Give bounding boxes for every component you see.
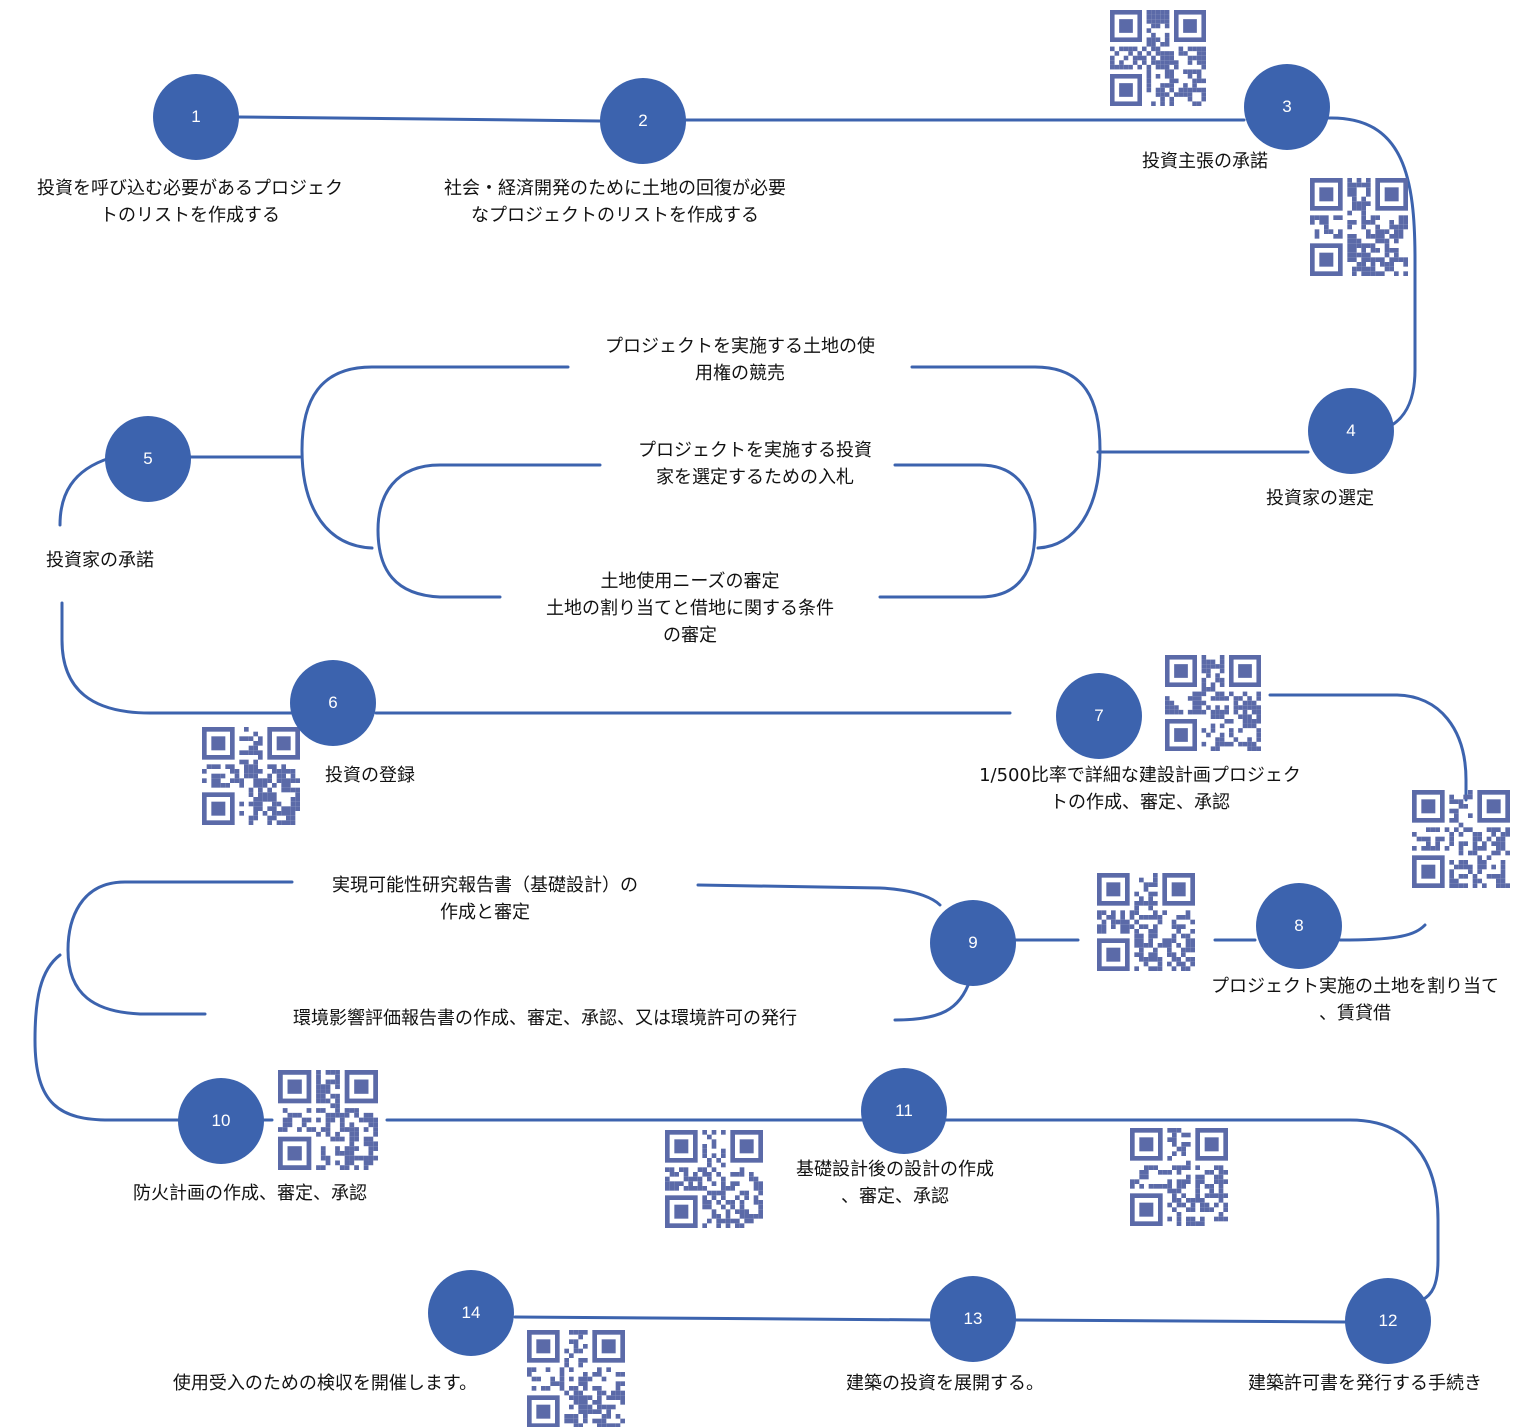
step-7-label-line: 1/500比率で詳細な建設計画プロジェク bbox=[979, 765, 1301, 786]
step-11-label-line: 基礎設計後の設計の作成 bbox=[796, 1159, 994, 1180]
connector-13-14 bbox=[513, 1315, 935, 1322]
step-14-label: 使用受入のための検収を開催します。 bbox=[130, 1370, 520, 1397]
step-8-label-line: 、賃貸借 bbox=[1319, 1003, 1391, 1024]
qr-code-2 bbox=[1310, 178, 1408, 276]
step-1-label-line: トのリストを作成する bbox=[100, 205, 280, 226]
step-11-node: 11 bbox=[861, 1068, 947, 1154]
branch-environment-line: 環境影響評価報告書の作成、審定、承認、又は環境許可の発行 bbox=[293, 1008, 797, 1029]
qr-code-7 bbox=[278, 1070, 378, 1170]
auction-loop bbox=[300, 365, 1102, 550]
step-9-node: 9 bbox=[930, 900, 1016, 986]
step-11-label: 基礎設計後の設計の作成 、審定、承認 bbox=[765, 1156, 1025, 1210]
step-11-number: 11 bbox=[895, 1101, 913, 1120]
connector-11-12 bbox=[942, 1118, 1440, 1302]
step-8-label: プロジェクト実施の土地を割り当て 、賃貸借 bbox=[1180, 973, 1530, 1027]
qr-code-3 bbox=[1165, 655, 1261, 751]
step-5-label-line: 投資家の承諾 bbox=[46, 550, 154, 571]
step-6-node: 6 bbox=[290, 660, 376, 746]
step-8-node: 8 bbox=[1256, 883, 1342, 969]
connector-12-13 bbox=[1013, 1318, 1348, 1324]
branch-bidding-line: プロジェクトを実施する投資 bbox=[638, 440, 872, 461]
step-7-number: 7 bbox=[1094, 706, 1104, 725]
step-2-label: 社会・経済開発のために土地の回復が必要 なプロジェクトのリストを作成する bbox=[395, 175, 835, 229]
step-9-number: 9 bbox=[968, 933, 978, 952]
step-2-label-line: なプロジェクトのリストを作成する bbox=[471, 205, 759, 226]
step-3-number: 3 bbox=[1282, 97, 1292, 116]
connector-7-8 bbox=[1213, 693, 1468, 942]
branch-feasibility-label: 実現可能性研究報告書（基礎設計）の 作成と審定 bbox=[280, 872, 690, 926]
step-4-number: 4 bbox=[1346, 421, 1356, 440]
branch-auction-label: プロジェクトを実施する土地の使 用権の競売 bbox=[560, 333, 920, 387]
step-4-label: 投資家の選定 bbox=[1220, 485, 1420, 512]
qr-code-4 bbox=[1412, 790, 1510, 888]
branch-feasibility-line: 作成と審定 bbox=[440, 902, 530, 923]
step-3-label-line: 投資主張の承諾 bbox=[1142, 151, 1268, 172]
bidding-loop bbox=[376, 463, 1037, 599]
connector-3-4 bbox=[1326, 116, 1417, 427]
branch-land-needs-line: 土地使用ニーズの審定 bbox=[600, 571, 780, 592]
qr-code-1 bbox=[1110, 10, 1206, 106]
connector-lines bbox=[33, 115, 1468, 1324]
step-13-node: 13 bbox=[930, 1276, 1016, 1362]
step-13-label-line: 建築の投資を展開する。 bbox=[846, 1373, 1044, 1394]
step-12-node: 12 bbox=[1345, 1278, 1431, 1364]
step-1-label: 投資を呼び込む必要があるプロジェク トのリストを作成する bbox=[0, 175, 380, 229]
qr-code-9 bbox=[1130, 1128, 1228, 1226]
feasibility-loop bbox=[66, 880, 942, 1016]
branch-auction-line: プロジェクトを実施する土地の使 bbox=[605, 336, 875, 357]
step-2-label-line: 社会・経済開発のために土地の回復が必要 bbox=[444, 178, 786, 199]
qr-code-6 bbox=[1097, 873, 1195, 971]
step-7-label: 1/500比率で詳細な建設計画プロジェク トの作成、審定、承認 bbox=[930, 762, 1350, 816]
step-4-node: 4 bbox=[1308, 388, 1394, 474]
step-3-label: 投資主張の承諾 bbox=[1100, 148, 1310, 175]
branch-land-needs-line: の審定 bbox=[663, 625, 717, 646]
step-2-node: 2 bbox=[600, 78, 686, 164]
branch-environment-label: 環境影響評価報告書の作成、審定、承認、又は環境許可の発行 bbox=[210, 1005, 880, 1032]
step-1-node: 1 bbox=[153, 74, 239, 160]
step-8-label-line: プロジェクト実施の土地を割り当て bbox=[1211, 976, 1499, 997]
step-13-label: 建築の投資を展開する。 bbox=[815, 1370, 1075, 1397]
connector-5-6 bbox=[58, 456, 294, 715]
step-3-node: 3 bbox=[1244, 64, 1330, 150]
step-2-number: 2 bbox=[638, 111, 648, 130]
step-12-label: 建築許可書を発行する手続き bbox=[1210, 1370, 1520, 1397]
step-14-node: 14 bbox=[428, 1270, 514, 1356]
step-1-number: 1 bbox=[191, 107, 201, 126]
step-5-number: 5 bbox=[143, 449, 153, 468]
step-1-label-line: 投資を呼び込む必要があるプロジェク bbox=[37, 178, 343, 199]
step-14-number: 14 bbox=[461, 1303, 481, 1322]
connector-1-2 bbox=[236, 115, 602, 123]
branch-bidding-label: プロジェクトを実施する投資 家を選定するための入札 bbox=[590, 437, 920, 491]
connector-9-env bbox=[893, 978, 972, 1022]
connector-8-10 bbox=[33, 953, 184, 1122]
step-12-number: 12 bbox=[1378, 1311, 1398, 1330]
step-14-label-line: 使用受入のための検収を開催します。 bbox=[172, 1373, 478, 1394]
branch-auction-line: 用権の競売 bbox=[695, 363, 785, 384]
qr-code-10 bbox=[527, 1330, 625, 1427]
step-10-node: 10 bbox=[178, 1078, 264, 1164]
step-12-label-line: 建築許可書を発行する手続き bbox=[1248, 1373, 1482, 1394]
step-11-label-line: 、審定、承認 bbox=[841, 1186, 949, 1207]
step-10-label: 防火計画の作成、審定、承認 bbox=[80, 1180, 420, 1207]
qr-code-5 bbox=[202, 727, 300, 825]
step-6-number: 6 bbox=[328, 693, 338, 712]
step-10-number: 10 bbox=[211, 1111, 231, 1130]
branch-land-needs-line: 土地の割り当てと借地に関する条件 bbox=[546, 598, 834, 619]
step-6-label: 投資の登録 bbox=[285, 762, 455, 789]
branch-feasibility-line: 実現可能性研究報告書（基礎設計）の bbox=[332, 875, 638, 896]
qr-code-8 bbox=[665, 1130, 763, 1228]
step-10-label-line: 防火計画の作成、審定、承認 bbox=[133, 1183, 367, 1204]
step-7-node: 7 bbox=[1056, 673, 1142, 759]
step-13-number: 13 bbox=[963, 1309, 983, 1328]
step-4-label-line: 投資家の選定 bbox=[1266, 488, 1374, 509]
branch-land-needs-label: 土地使用ニーズの審定 土地の割り当てと借地に関する条件 の審定 bbox=[490, 568, 890, 649]
step-6-label-line: 投資の登録 bbox=[325, 765, 415, 786]
qr-codes bbox=[202, 10, 1510, 1427]
step-8-number: 8 bbox=[1294, 916, 1304, 935]
branch-bidding-line: 家を選定するための入札 bbox=[656, 467, 854, 488]
step-5-label: 投資家の承諾 bbox=[0, 547, 200, 574]
step-5-node: 5 bbox=[105, 416, 191, 502]
step-7-label-line: トの作成、審定、承認 bbox=[1050, 792, 1230, 813]
